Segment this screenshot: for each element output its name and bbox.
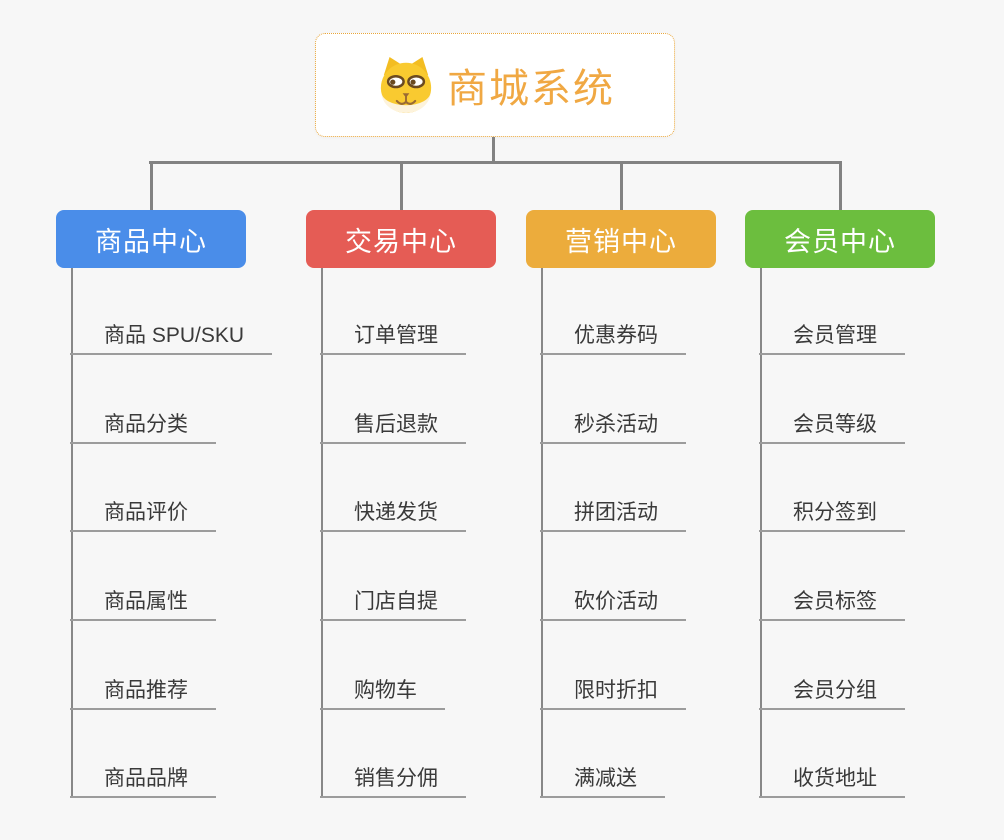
leaf-node[interactable]: 销售分佣 bbox=[320, 764, 466, 798]
connector-trunk bbox=[71, 268, 73, 798]
leaf-node[interactable]: 商品分类 bbox=[70, 410, 216, 444]
leaf-node[interactable]: 商品 SPU/SKU bbox=[70, 321, 273, 355]
connector-trunk bbox=[541, 268, 543, 798]
leaf-node[interactable]: 满减送 bbox=[540, 764, 665, 798]
branch-node-trade-center[interactable]: 交易中心 bbox=[306, 210, 496, 268]
leaf-node[interactable]: 会员标签 bbox=[759, 587, 905, 621]
branch-node-member-center[interactable]: 会员中心 bbox=[745, 210, 935, 268]
connector-branch-drop bbox=[838, 161, 842, 210]
leaf-node[interactable]: 会员分组 bbox=[759, 676, 905, 710]
leaf-node[interactable]: 收货地址 bbox=[759, 764, 905, 798]
leaf-node[interactable]: 售后退款 bbox=[320, 410, 466, 444]
connector-root-drop bbox=[492, 137, 495, 162]
leaf-node[interactable]: 门店自提 bbox=[320, 587, 466, 621]
leaf-node[interactable]: 快递发货 bbox=[320, 498, 466, 532]
leaf-node[interactable]: 商品评价 bbox=[70, 498, 216, 532]
connector-branch-drop bbox=[149, 161, 153, 210]
connector-trunk bbox=[321, 268, 323, 798]
branch-label: 交易中心 bbox=[345, 226, 457, 257]
leaf-node[interactable]: 会员等级 bbox=[759, 410, 905, 444]
leaf-node[interactable]: 购物车 bbox=[320, 676, 445, 710]
connector-branch-drop bbox=[399, 161, 403, 210]
leaf-node[interactable]: 商品推荐 bbox=[70, 676, 216, 710]
leaf-node[interactable]: 优惠券码 bbox=[540, 321, 686, 355]
leaf-node[interactable]: 商品属性 bbox=[70, 587, 216, 621]
leaf-node[interactable]: 秒杀活动 bbox=[540, 410, 686, 444]
leaf-node[interactable]: 砍价活动 bbox=[540, 587, 686, 621]
leaf-node[interactable]: 限时折扣 bbox=[540, 676, 686, 710]
leaf-node[interactable]: 拼团活动 bbox=[540, 498, 686, 532]
leaf-node[interactable]: 订单管理 bbox=[320, 321, 466, 355]
connector-branch-drop bbox=[619, 161, 623, 210]
branch-node-product-center[interactable]: 商品中心 bbox=[56, 210, 246, 268]
leaf-node[interactable]: 商品品牌 bbox=[70, 764, 216, 798]
connector-horizontal-bar bbox=[149, 161, 841, 164]
leaf-node[interactable]: 会员管理 bbox=[759, 321, 905, 355]
branch-label: 商品中心 bbox=[95, 226, 207, 257]
connector-trunk bbox=[760, 268, 762, 798]
leaf-node[interactable]: 积分签到 bbox=[759, 498, 905, 532]
branch-label: 营销中心 bbox=[565, 226, 677, 257]
root-title: 商城系统 bbox=[447, 67, 615, 111]
root-node[interactable]: 商城系统 bbox=[315, 33, 675, 137]
branch-node-marketing-center[interactable]: 营销中心 bbox=[526, 210, 716, 268]
branch-label: 会员中心 bbox=[784, 226, 896, 257]
dog-face-icon bbox=[380, 56, 432, 114]
